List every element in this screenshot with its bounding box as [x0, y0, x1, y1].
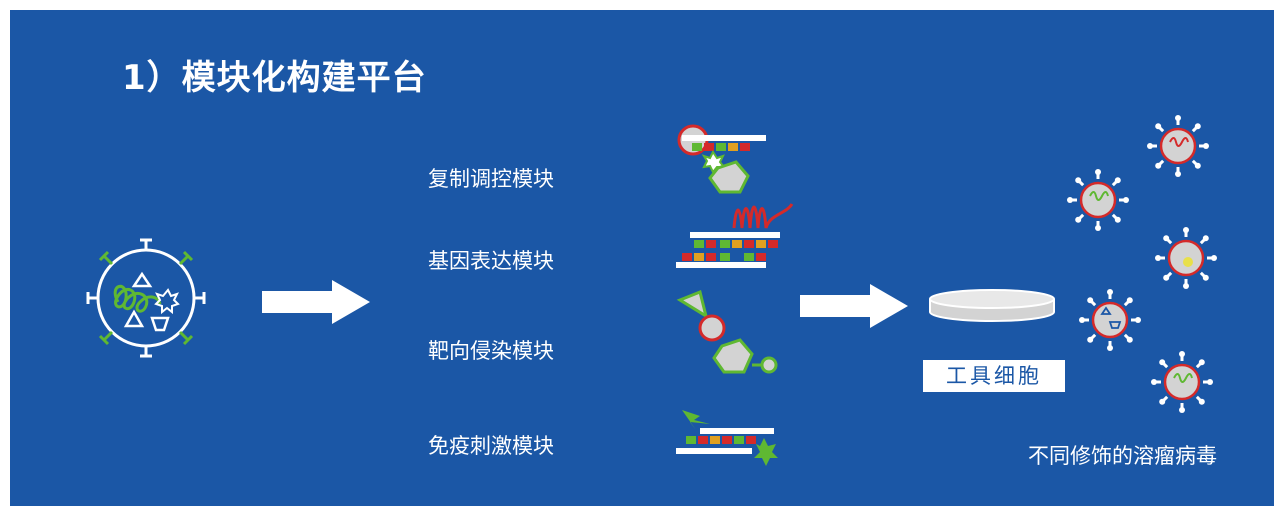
- module-label-expression: 基因表达模块: [428, 249, 554, 273]
- diagram-panel: 1）模块化构建平台 复制调控模块 基因表达模块 靶向侵染模块 免疫刺激模块 工具…: [10, 10, 1274, 506]
- modular-virus-icon: [86, 238, 206, 358]
- virus-caption: 不同修饰的溶瘤病毒: [1028, 444, 1217, 468]
- petri-dish-icon: [929, 289, 1055, 322]
- oncolytic-virus-icon: [1065, 167, 1131, 233]
- module-label-immune: 免疫刺激模块: [428, 434, 554, 458]
- module-label-replication: 复制调控模块: [428, 167, 554, 191]
- oncolytic-virus-icon: [1077, 287, 1143, 353]
- targeting-module-icon: [676, 289, 778, 374]
- arrow-right-icon: [262, 280, 370, 324]
- replication-module-icon: [677, 124, 766, 194]
- tool-cell-label: 工具细胞: [923, 360, 1065, 392]
- immune-module-icon: [676, 410, 778, 466]
- page-title: 1）模块化构建平台: [122, 58, 427, 98]
- oncolytic-virus-icon: [1149, 349, 1215, 415]
- arrow-right-icon: [800, 284, 908, 328]
- diagram-graphics: [86, 113, 1219, 466]
- oncolytic-virus-icon: [1145, 113, 1211, 179]
- expression-module-icon: [676, 203, 794, 268]
- module-label-targeting: 靶向侵染模块: [428, 339, 554, 363]
- oncolytic-virus-icon: [1153, 225, 1219, 291]
